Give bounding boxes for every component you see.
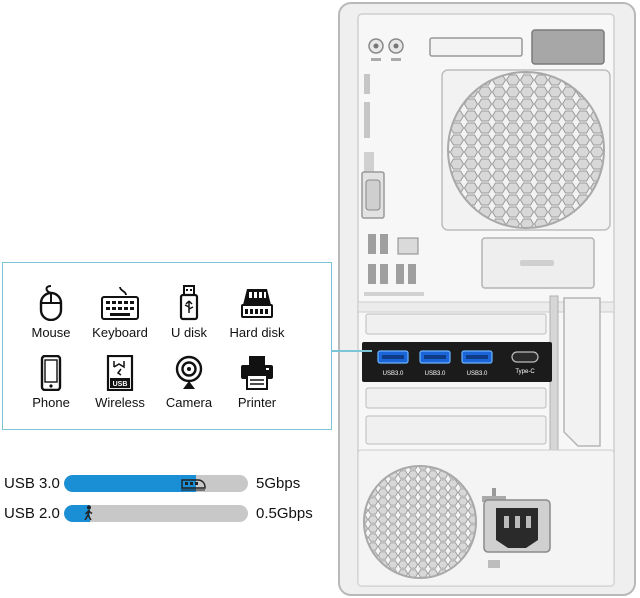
speed-bar-fill [64,505,90,522]
device-hard-disk: Hard disk [217,285,297,340]
speed-name: USB 2.0 [4,505,60,522]
device-label: Mouse [31,325,71,340]
type-c-port [511,351,539,363]
device-label: Hard disk [229,325,285,340]
port-label: Type-C [515,369,535,375]
usb-port [461,350,493,364]
device-u-disk: U disk [149,285,229,340]
printer-icon [241,356,273,390]
pc-tower-illustration: USB3.0 USB3.0 USB3.0 Type-C [338,2,636,596]
port-label: USB3.0 [467,371,488,377]
device-printer: Printer [217,355,297,410]
mouse-icon [39,285,63,321]
device-camera: Camera [149,355,229,410]
speed-value: 0.5Gbps [256,505,313,522]
port-label: USB3.0 [425,371,446,377]
speed-name: USB 3.0 [4,475,60,492]
device-label: Keyboard [92,325,148,340]
port-label: USB3.0 [383,371,404,377]
speed-bar-track [64,475,248,492]
device-keyboard: Keyboard [80,285,160,340]
usb-drive-icon [179,285,199,321]
svg-text:USB: USB [113,381,128,388]
device-label: Camera [165,395,213,410]
device-mouse: Mouse [11,285,91,340]
speed-value: 5Gbps [256,475,301,492]
panel-connector-line [332,350,372,352]
wireless-adapter-icon: USB [106,355,134,391]
device-phone: Phone [11,355,91,410]
device-wireless: USB Wireless [80,355,160,410]
speed-bar-fill [64,475,196,492]
usb-port [419,350,451,364]
webcam-icon [175,355,203,389]
hard-disk-icon [241,289,273,318]
compatible-devices-panel: Mouse Keyboard U disk Hard [2,262,332,430]
usb-port [377,350,409,364]
high-speed-train-icon [181,479,206,491]
walking-person-icon [84,505,93,521]
keyboard-icon [101,286,139,320]
device-label: Printer [237,395,277,410]
device-label: Phone [32,395,70,410]
speed-bar-track [64,505,248,522]
device-label: U disk [170,325,208,340]
device-label: Wireless [95,395,145,410]
phone-icon [40,355,62,391]
